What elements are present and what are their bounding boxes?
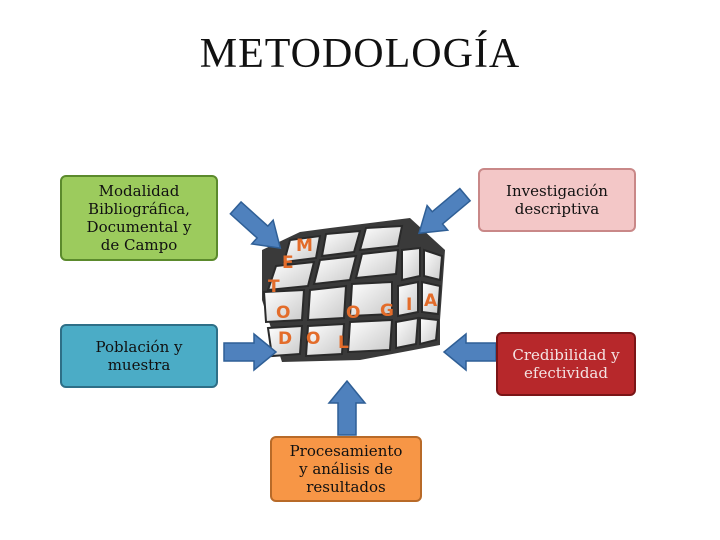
cube-letter: A <box>424 291 438 311</box>
arrow-poblacion-icon <box>223 332 278 372</box>
arrow-procesamiento-icon <box>327 379 367 436</box>
arrow-modalidad-icon <box>229 200 282 249</box>
page-title: METODOLOGÍA <box>199 31 521 77</box>
box-investigacion-label: Investigación descriptiva <box>506 182 608 218</box>
box-modalidad: Modalidad Bibliográfica, Documental y de… <box>60 175 218 261</box>
box-procesamiento: Procesamiento y análisis de resultados <box>270 436 422 502</box>
arrow-investigacion-icon <box>417 187 472 235</box>
cube-letter: M <box>296 236 313 256</box>
box-credibilidad-label: Credibilidad y efectividad <box>512 346 620 382</box>
cube-letter: I <box>406 295 412 315</box>
cube-letter: O <box>306 329 320 349</box>
box-procesamiento-label: Procesamiento y análisis de resultados <box>289 442 403 496</box>
cube-letter: O <box>346 303 360 323</box>
box-investigacion: Investigación descriptiva <box>478 168 636 232</box>
arrows <box>223 187 497 436</box>
cube-right-face <box>395 246 444 350</box>
cube-letters: M E T O D O L O G I A <box>268 236 438 353</box>
rubik-cube: M E T O D O L O G I A <box>262 218 445 362</box>
cube-letter: D <box>278 329 292 349</box>
cube-letter: E <box>282 253 294 273</box>
cube-letter: O <box>276 303 290 323</box>
box-poblacion: Población y muestra <box>60 324 218 388</box>
cube-top-face <box>266 224 404 292</box>
box-credibilidad: Credibilidad y efectividad <box>496 332 636 396</box>
box-modalidad-label: Modalidad Bibliográfica, Documental y de… <box>86 182 192 254</box>
box-poblacion-label: Población y muestra <box>95 338 183 374</box>
cube-letter: G <box>380 301 394 321</box>
cube-letter: T <box>268 277 280 297</box>
cube-front-face <box>262 280 394 358</box>
cube-letter: L <box>338 333 349 353</box>
arrow-credibilidad-icon <box>442 332 497 372</box>
